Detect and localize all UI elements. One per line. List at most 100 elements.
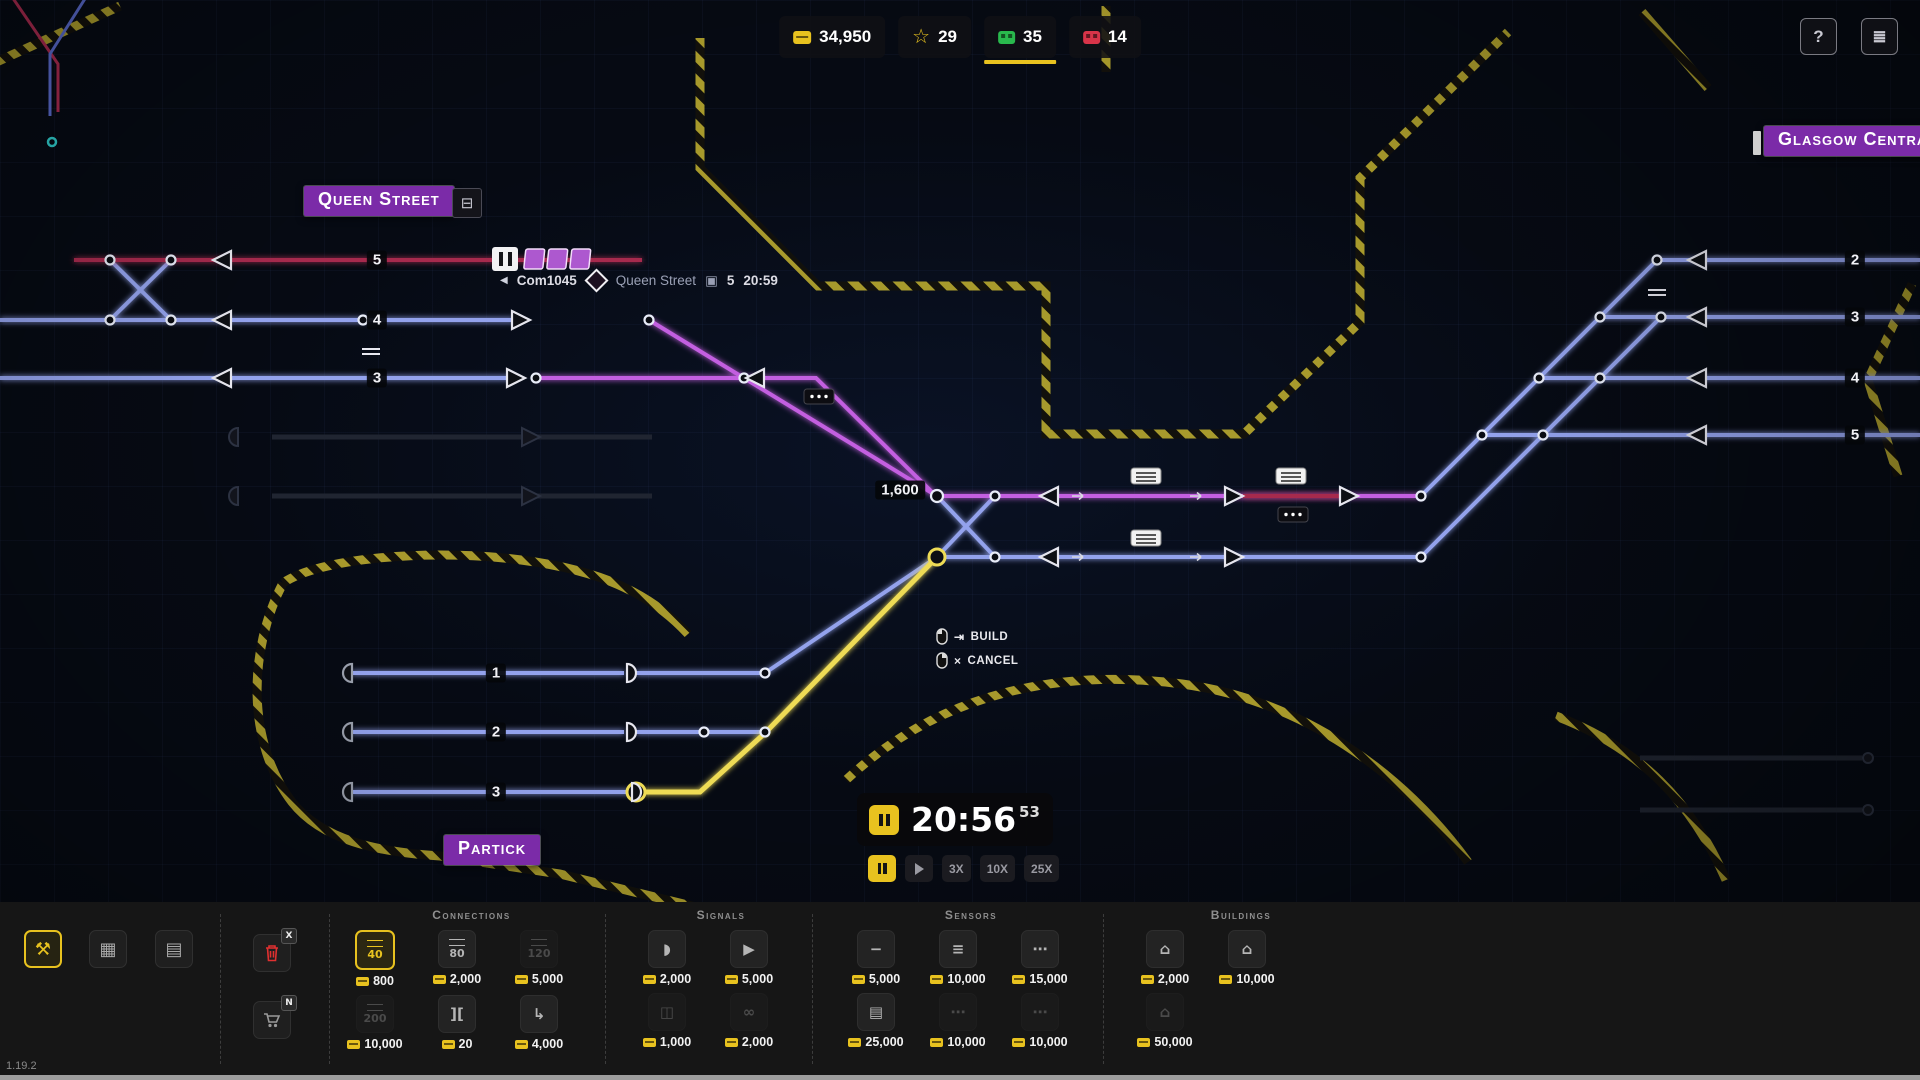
pause-button[interactable] xyxy=(868,855,896,882)
train-car-icon: ▣ xyxy=(705,272,718,288)
money-icon xyxy=(514,1039,528,1049)
money-value: 34,950 xyxy=(819,27,872,46)
sensor-6-icon: ⋯ xyxy=(1032,1003,1048,1021)
queen-street-station-icon[interactable]: ⊟ xyxy=(452,188,482,218)
track-40-icon: 40 xyxy=(367,940,383,960)
tool-sensor[interactable]: − 5,000 xyxy=(839,930,913,986)
money-icon xyxy=(848,1037,862,1047)
sensor-icon: − xyxy=(869,940,883,958)
train-end-marker-icon xyxy=(584,268,609,293)
station-label-partick[interactable]: Partick xyxy=(444,835,541,865)
menu-button[interactable]: ≣ xyxy=(1861,18,1898,55)
shop-hotkey-badge: N xyxy=(281,995,297,1011)
track-200-icon: 200 xyxy=(364,1004,387,1024)
station-name: Glasgow Central xyxy=(1778,129,1920,149)
tool-gate-signal[interactable]: ◫ 1,000 xyxy=(630,993,704,1049)
money-icon xyxy=(642,974,656,984)
cancel-hint: × CANCEL xyxy=(936,652,1018,669)
version-label: 1.19.2 xyxy=(6,1060,37,1072)
alert-trains-display[interactable]: 14 xyxy=(1068,16,1141,58)
log-button[interactable]: ▤ xyxy=(155,930,193,968)
hazard-tape xyxy=(0,1,1917,913)
track-80-icon: 80 xyxy=(449,939,465,959)
money-icon xyxy=(642,1037,656,1047)
speed-marks xyxy=(362,289,1666,355)
platform-number: 2 xyxy=(485,722,507,742)
price-label: 800 xyxy=(373,974,394,988)
tool-depot-large[interactable]: ⌂ 10,000 xyxy=(1210,930,1284,986)
tool-double-signal[interactable]: ∞ 2,000 xyxy=(712,993,786,1049)
tool-platform[interactable]: ][ 20 xyxy=(420,995,494,1051)
bottom-strip xyxy=(0,1075,1920,1080)
price-label: 10,000 xyxy=(947,1035,986,1049)
mouse-hints: ⇥ BUILD × CANCEL xyxy=(936,628,1018,669)
train-platform: 5 xyxy=(726,273,735,288)
money-icon xyxy=(1140,974,1154,984)
tool-station-building[interactable]: ⌂ 50,000 xyxy=(1128,993,1202,1049)
delete-hotkey-badge: X xyxy=(281,928,297,944)
help-button[interactable]: ? xyxy=(1800,18,1837,55)
chip-icon: ▦ xyxy=(99,938,117,960)
signals[interactable] xyxy=(210,249,1708,803)
tool-signal[interactable]: ◗ 2,000 xyxy=(630,930,704,986)
tool-track-40[interactable]: 40 800 xyxy=(338,930,412,988)
money-icon xyxy=(930,974,944,984)
paused-indicator-icon xyxy=(869,804,899,835)
tool-multi-sensor[interactable]: ⋯ 15,000 xyxy=(1003,930,1077,986)
tool-auto-signal[interactable]: ▶ 5,000 xyxy=(712,930,786,986)
delete-button[interactable]: X xyxy=(253,928,297,972)
speed-10x-button[interactable]: 10X xyxy=(979,855,1016,882)
tool-sensor-5[interactable]: ⋯ 10,000 xyxy=(921,993,995,1049)
tool-curve[interactable]: ↳ 4,000 xyxy=(502,995,576,1051)
active-trains-display[interactable]: 35 xyxy=(984,16,1056,64)
tool-depot-small[interactable]: ⌂ 2,000 xyxy=(1128,930,1202,986)
platform-number: 3 xyxy=(1844,307,1866,327)
station-label-glasgow-central[interactable]: Glasgow Central xyxy=(1753,126,1920,156)
platform-icon: ][ xyxy=(450,1005,464,1023)
mouse-left-icon xyxy=(936,628,948,645)
money-icon xyxy=(347,1039,361,1049)
shop-button[interactable]: N xyxy=(253,995,297,1039)
price-label: 10,000 xyxy=(947,972,986,986)
buffer-stops[interactable] xyxy=(341,662,354,803)
section-title: Connections xyxy=(432,908,511,922)
tool-station-sensor[interactable]: ▤ 25,000 xyxy=(839,993,913,1049)
money-icon xyxy=(851,974,865,984)
selected-train-info[interactable]: ◀ Com1045 Queen Street ▣ 5 20:59 xyxy=(500,268,778,293)
divider xyxy=(605,914,606,1064)
selected-train[interactable] xyxy=(492,247,592,271)
price-label: 5,000 xyxy=(741,972,774,986)
money-icon xyxy=(793,30,812,44)
points-display[interactable]: ☆ 29 xyxy=(898,16,972,58)
train-arrival-time: 20:59 xyxy=(743,273,778,288)
play-button[interactable] xyxy=(905,855,933,882)
money-icon xyxy=(724,1037,738,1047)
train-id: Com1045 xyxy=(516,273,577,288)
divider xyxy=(220,914,221,1064)
speed-3x-button[interactable]: 3X xyxy=(942,855,971,882)
tool-track-200[interactable]: 200 10,000 xyxy=(338,995,412,1051)
tool-schedule-sensor[interactable]: ≡ 10,000 xyxy=(921,930,995,986)
money-display[interactable]: 34,950 xyxy=(779,16,886,58)
divider xyxy=(1103,914,1104,1064)
station-label-queen-street[interactable]: Queen Street xyxy=(304,186,454,216)
tool-track-80[interactable]: 80 2,000 xyxy=(420,930,494,988)
cancel-label: CANCEL xyxy=(967,654,1019,667)
clock-seconds: 53 xyxy=(1019,803,1040,821)
speed-25x-button[interactable]: 25X xyxy=(1024,855,1060,882)
contracts-button[interactable]: ▦ xyxy=(89,930,127,968)
platform-number: 4 xyxy=(1844,368,1866,388)
build-glyph: ⇥ xyxy=(954,629,965,644)
track-sensors[interactable] xyxy=(803,388,1309,547)
platform-number: 3 xyxy=(485,782,507,802)
money-icon xyxy=(1219,974,1233,984)
train-destination: Queen Street xyxy=(615,273,697,288)
money-icon xyxy=(1012,1037,1026,1047)
money-icon xyxy=(514,974,528,984)
tool-track-120[interactable]: 120 5,000 xyxy=(502,930,576,988)
curve-icon: ↳ xyxy=(532,1005,546,1023)
construction-mode-button[interactable]: ⚒ xyxy=(24,930,62,968)
tool-sensor-6[interactable]: ⋯ 10,000 xyxy=(1003,993,1077,1049)
depot-large-icon: ⌂ xyxy=(1241,940,1253,958)
